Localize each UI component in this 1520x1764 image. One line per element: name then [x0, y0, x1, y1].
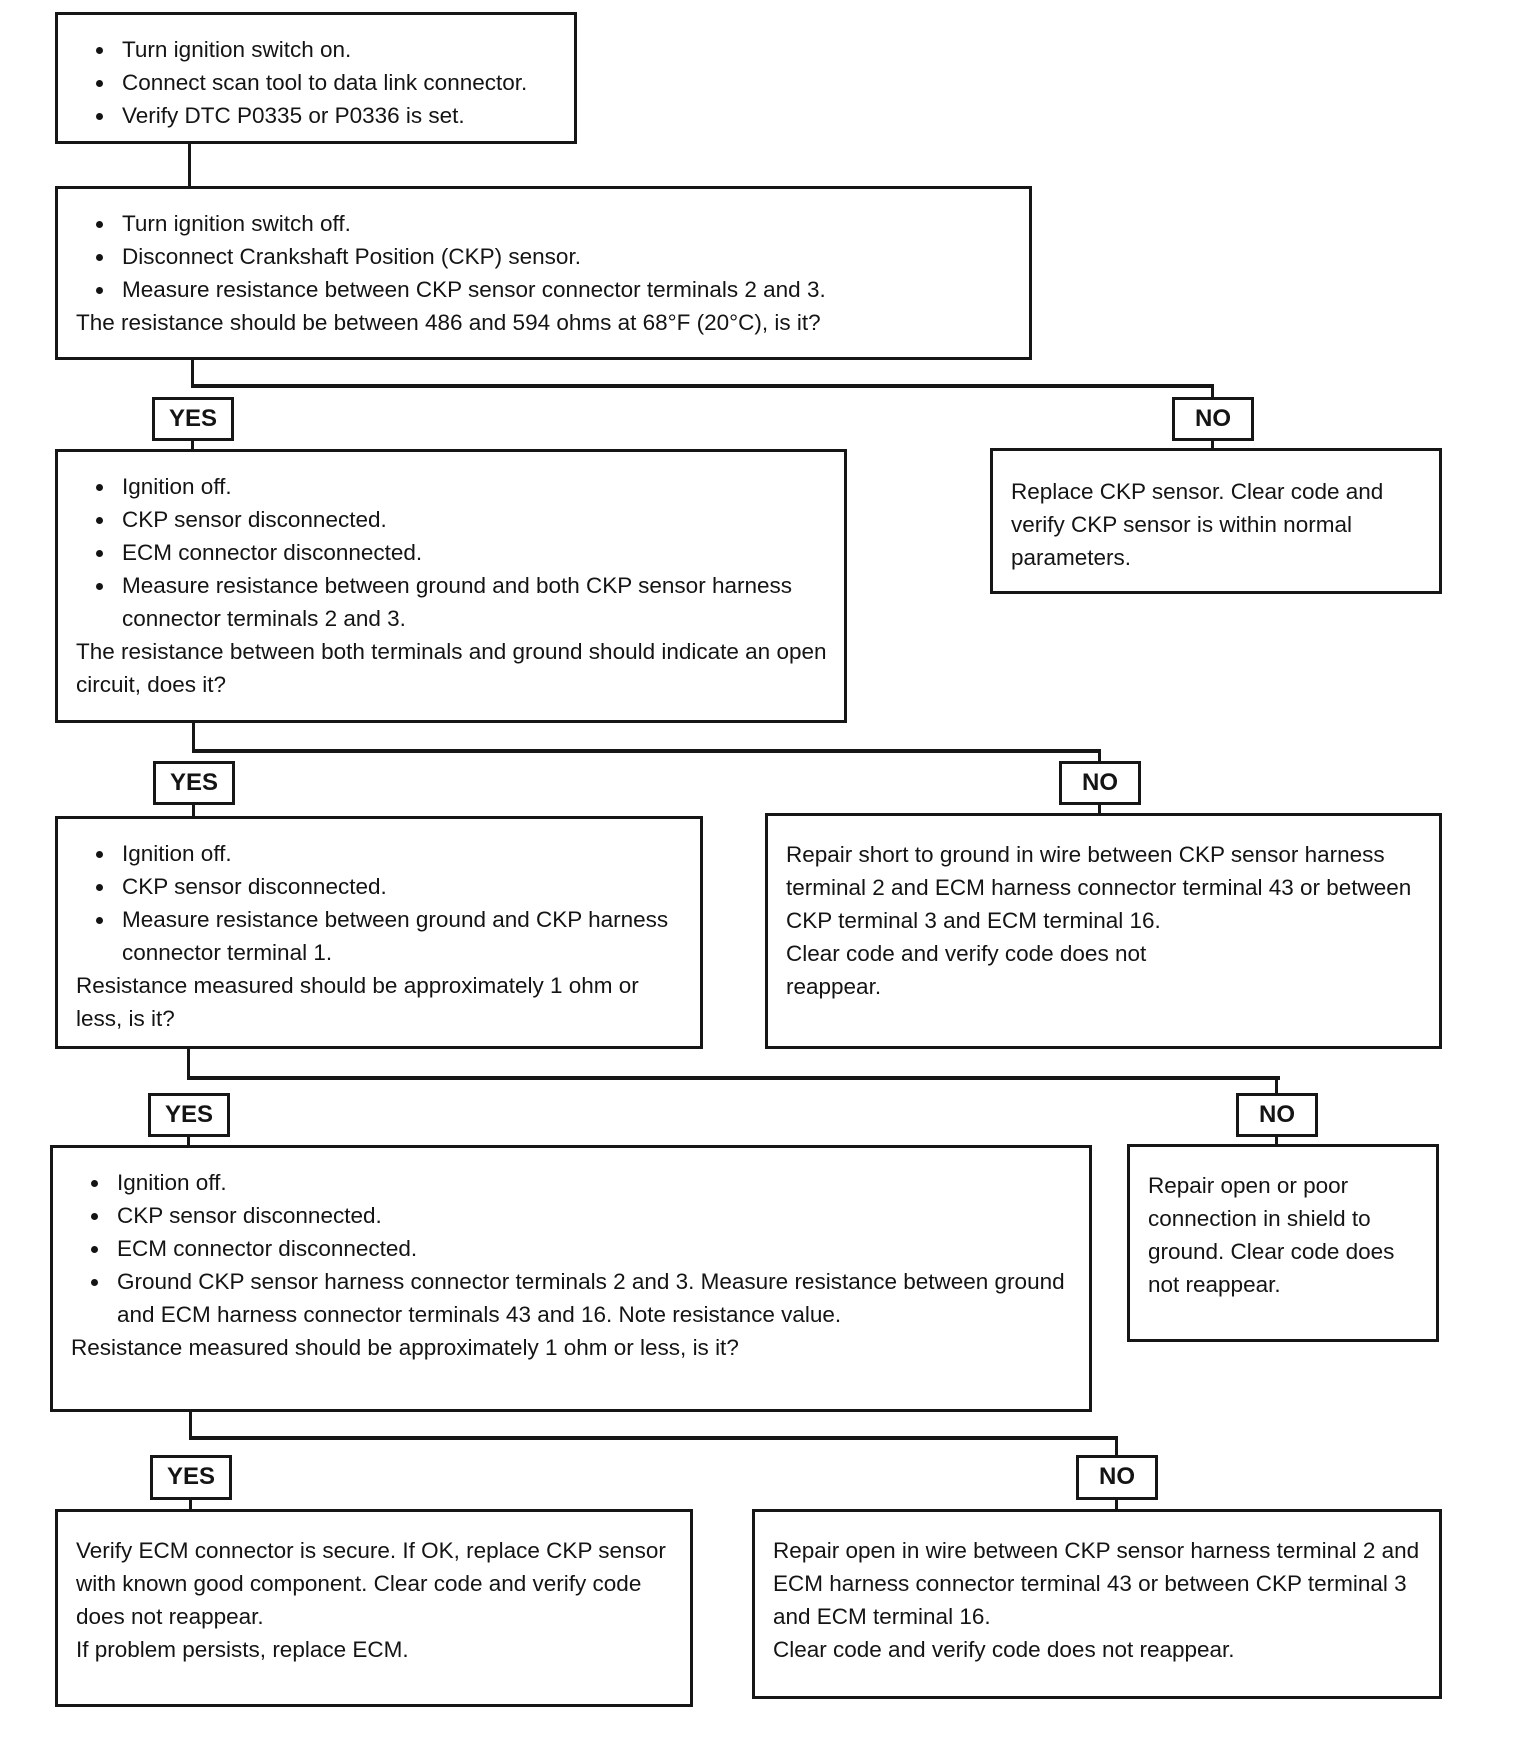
result-verify-ecm-replace-ckp: Verify ECM connector is secure. If OK, r…	[55, 1509, 693, 1707]
no-label-4: NO	[1076, 1455, 1158, 1500]
bullet-item: Ignition off.	[111, 1166, 1075, 1199]
connector-yes2-step4	[192, 805, 195, 816]
connector-no4-result	[1115, 1500, 1118, 1509]
connector-yes4-final	[189, 1500, 192, 1509]
decision-question: Resistance measured should be approximat…	[71, 1335, 739, 1360]
result-text: Verify ECM connector is secure. If OK, r…	[76, 1538, 666, 1629]
result-text: Clear code and verify code does not reap…	[773, 1637, 1235, 1662]
connector-step1-step2	[188, 144, 191, 188]
bullet-list: Ignition off. CKP sensor disconnected. M…	[76, 837, 686, 969]
connector-branch1-no-stub	[1211, 388, 1214, 397]
connector-branch4-spine	[189, 1412, 192, 1440]
bullet-item: Measure resistance between ground and CK…	[116, 903, 686, 969]
result-repair-short-to-ground: Repair short to ground in wire between C…	[765, 813, 1442, 1049]
connector-branch2-no-stub	[1098, 753, 1101, 762]
connector-branch2-rail	[192, 749, 1101, 753]
flow-step-measure-ckp-resistance: Turn ignition switch off. Disconnect Cra…	[55, 186, 1032, 360]
bullet-item: Measure resistance between ground and bo…	[116, 569, 830, 635]
result-text: Clear code and verify code does not reap…	[786, 941, 1147, 999]
bullet-item: Ignition off.	[116, 837, 686, 870]
result-replace-ckp-sensor: Replace CKP sensor. Clear code and verif…	[990, 448, 1442, 594]
bullet-list: Turn ignition switch on. Connect scan to…	[76, 33, 560, 132]
bullet-list: Ignition off. CKP sensor disconnected. E…	[71, 1166, 1075, 1331]
connector-yes1-step3	[191, 441, 194, 450]
decision-question: The resistance should be between 486 and…	[76, 310, 821, 335]
flow-step-ground-check-terminal-1: Ignition off. CKP sensor disconnected. M…	[55, 816, 703, 1049]
bullet-item: Turn ignition switch on.	[116, 33, 560, 66]
connector-no1-result	[1211, 441, 1214, 449]
bullet-item: ECM connector disconnected.	[111, 1232, 1075, 1265]
result-text: Repair short to ground in wire between C…	[786, 842, 1412, 933]
bullet-item: CKP sensor disconnected.	[116, 503, 830, 536]
connector-branch4-no-stub	[1115, 1440, 1118, 1455]
bullet-item: CKP sensor disconnected.	[116, 870, 686, 903]
flow-step-ground-check-terminals-2-3: Ignition off. CKP sensor disconnected. E…	[55, 449, 847, 723]
connector-branch2-spine	[192, 723, 195, 753]
connector-yes3-step5	[187, 1137, 190, 1147]
bullet-item: ECM connector disconnected.	[116, 536, 830, 569]
connector-no3-result	[1275, 1137, 1278, 1145]
connector-branch3-rail	[187, 1076, 1280, 1080]
result-text: Replace CKP sensor. Clear code and verif…	[1011, 479, 1384, 570]
no-label-3: NO	[1236, 1093, 1318, 1137]
flow-step-initial-checks: Turn ignition switch on. Connect scan to…	[55, 12, 577, 144]
result-text: Repair open in wire between CKP sensor h…	[773, 1538, 1420, 1629]
yes-label-3: YES	[148, 1093, 230, 1137]
result-text: If problem persists, replace ECM.	[76, 1637, 409, 1662]
bullet-list: Turn ignition switch off. Disconnect Cra…	[76, 207, 1015, 306]
yes-label-1: YES	[152, 397, 234, 441]
no-label-2: NO	[1059, 761, 1141, 805]
no-label-1: NO	[1172, 397, 1254, 441]
connector-branch1-rail	[191, 384, 1214, 388]
bullet-item: Ignition off.	[116, 470, 830, 503]
flow-step-ecm-harness-check: Ignition off. CKP sensor disconnected. E…	[50, 1145, 1092, 1412]
yes-label-4: YES	[150, 1455, 232, 1500]
result-repair-open-wire: Repair open in wire between CKP sensor h…	[752, 1509, 1442, 1699]
decision-question: The resistance between both terminals an…	[76, 639, 827, 697]
connector-no2-result	[1098, 805, 1101, 813]
bullet-item: Ground CKP sensor harness connector term…	[111, 1265, 1075, 1331]
connector-branch4-rail	[189, 1436, 1118, 1440]
bullet-item: CKP sensor disconnected.	[111, 1199, 1075, 1232]
result-text: Repair open or poor connection in shield…	[1148, 1173, 1395, 1297]
connector-branch1-spine	[191, 360, 194, 388]
bullet-item: Measure resistance between CKP sensor co…	[116, 273, 1015, 306]
bullet-item: Disconnect Crankshaft Position (CKP) sen…	[116, 240, 1015, 273]
bullet-item: Verify DTC P0335 or P0336 is set.	[116, 99, 560, 132]
decision-question: Resistance measured should be approximat…	[76, 973, 639, 1031]
bullet-item: Connect scan tool to data link connector…	[116, 66, 560, 99]
result-repair-shield-connection: Repair open or poor connection in shield…	[1127, 1144, 1439, 1342]
connector-branch3-no-stub	[1275, 1080, 1278, 1093]
connector-branch3-spine	[187, 1049, 190, 1080]
bullet-item: Turn ignition switch off.	[116, 207, 1015, 240]
yes-label-2: YES	[153, 761, 235, 805]
bullet-list: Ignition off. CKP sensor disconnected. E…	[76, 470, 830, 635]
